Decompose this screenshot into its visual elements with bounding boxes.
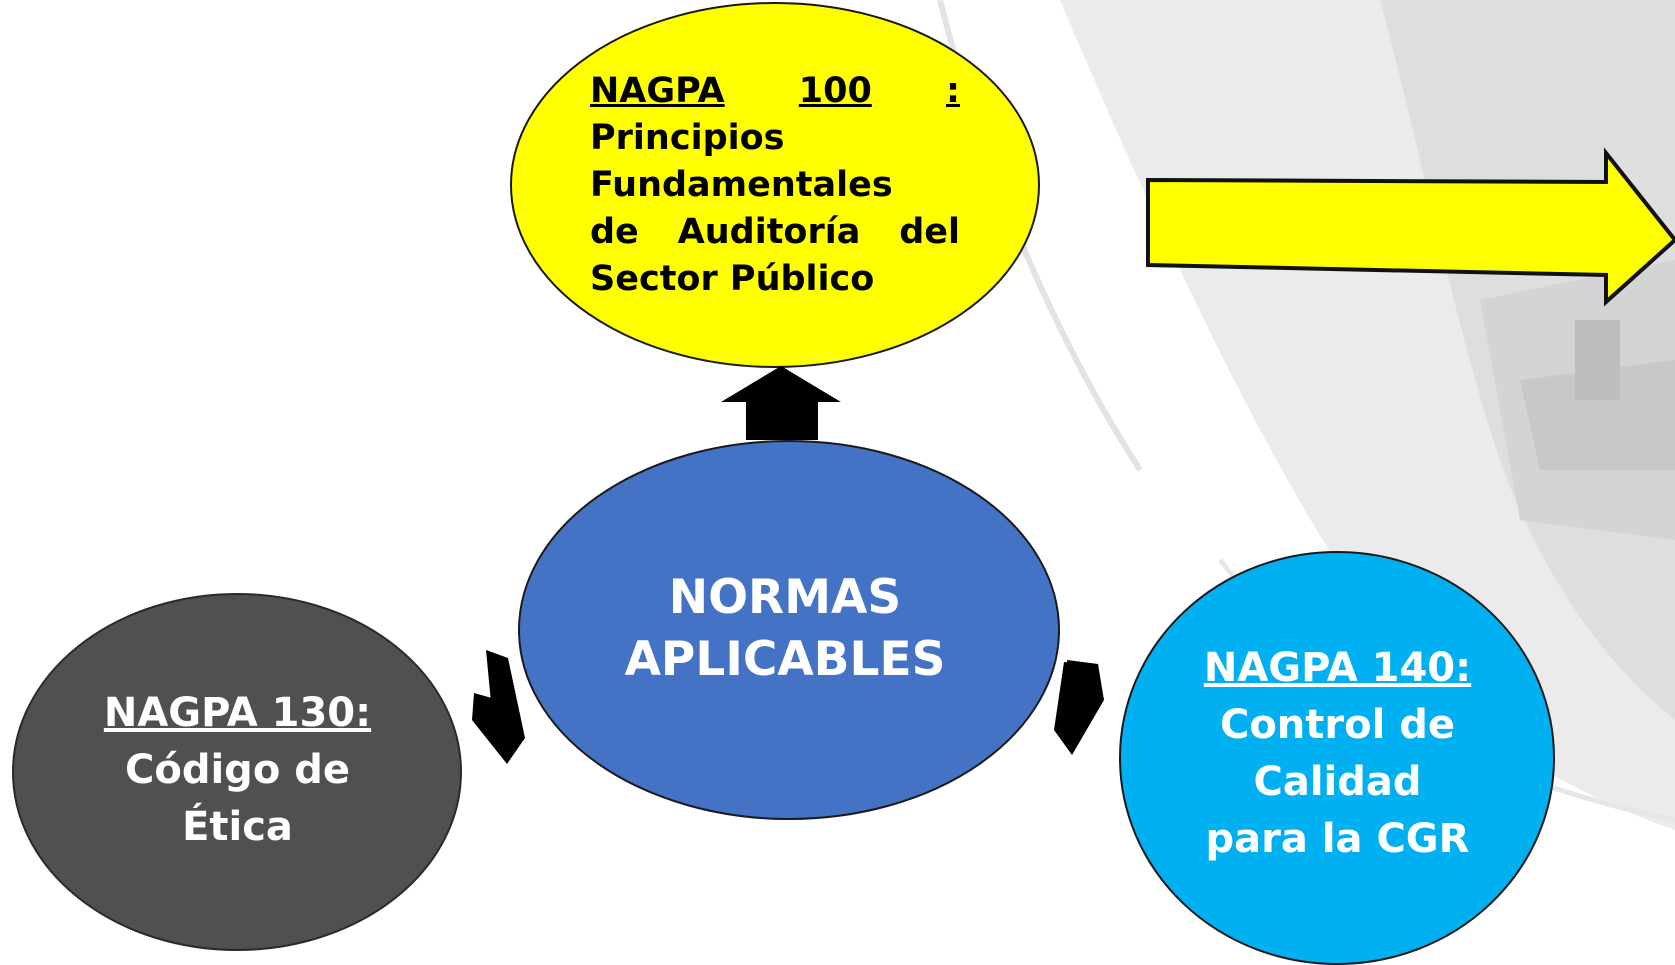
nagpa-100-line: Sector Público <box>590 259 875 299</box>
nagpa-100-title-part: 100 <box>798 71 872 111</box>
center-line: NORMAS <box>668 570 902 625</box>
nagpa-130-line: Ética <box>182 804 293 850</box>
arrow-left-connector <box>472 693 525 764</box>
nagpa-100-text: NAGPA 100 : Principios Fundamentales de … <box>590 68 960 303</box>
arrow-up-connector <box>721 366 841 440</box>
nagpa-100-line: de Auditoría del <box>590 212 960 252</box>
nagpa-140-text: NAGPA 140: Control de Calidad para la CG… <box>1150 640 1525 868</box>
nagpa-100-title-part: NAGPA <box>590 71 725 111</box>
nagpa-130-line: Código de <box>125 747 350 793</box>
nagpa-100-node <box>510 2 1040 368</box>
normas-aplicables-node <box>518 440 1060 820</box>
nagpa-140-node <box>1119 551 1555 965</box>
nagpa-100-line: Fundamentales <box>590 165 893 205</box>
normas-aplicables-text: NORMAS APLICABLES <box>560 567 1010 691</box>
nagpa-140-line: para la CGR <box>1205 816 1470 862</box>
nagpa-140-line: Control de <box>1219 702 1456 748</box>
nagpa-140-line: Calidad <box>1253 759 1422 805</box>
nagpa-130-title: NAGPA 130: <box>103 690 372 736</box>
nagpa-140-title: NAGPA 140: <box>1203 645 1472 691</box>
arrow-left-head <box>486 650 525 742</box>
arrow-right-body <box>1054 662 1090 733</box>
nagpa-130-text: NAGPA 130: Código de Ética <box>40 685 435 856</box>
nagpa-100-line: Principios <box>590 118 785 158</box>
nagpa-100-title-part: : <box>945 71 960 111</box>
center-line: APLICABLES <box>624 632 946 687</box>
nagpa-130-node <box>12 593 462 951</box>
nagpa-100-title: NAGPA 100 : <box>590 68 960 115</box>
yellow-block-arrow <box>1146 147 1675 307</box>
